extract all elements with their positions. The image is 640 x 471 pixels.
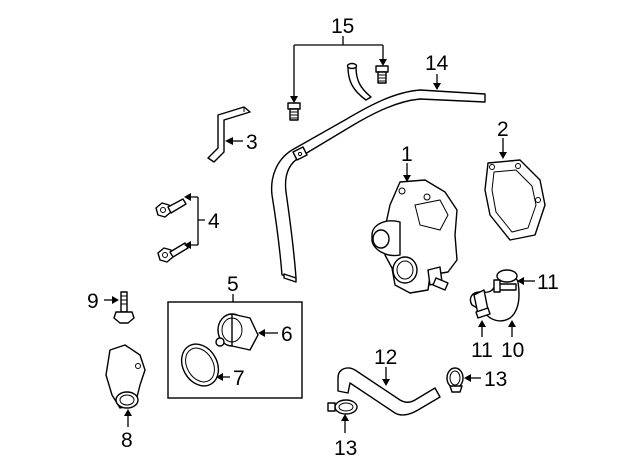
bolt-part-4-upper[interactable] — [155, 198, 187, 218]
bolt-part-15-left[interactable] — [287, 102, 301, 121]
bracket-part-3[interactable] — [207, 106, 251, 163]
leader-lines — [104, 36, 535, 433]
callout-13-left: 13 — [334, 437, 357, 460]
bolt-part-9[interactable] — [113, 291, 135, 324]
callout-2: 2 — [497, 118, 509, 141]
bolt-part-15-right[interactable] — [375, 65, 389, 84]
callout-5: 5 — [227, 273, 239, 296]
callout-9: 9 — [87, 290, 99, 313]
thermostat-kit-box-part-5[interactable] — [167, 301, 303, 399]
hose-part-12[interactable] — [337, 367, 441, 416]
callout-13-right: 13 — [484, 368, 507, 391]
callout-1: 1 — [401, 143, 413, 166]
seal-ring-part-7[interactable] — [174, 337, 225, 392]
clamp-part-11-upper[interactable] — [493, 279, 517, 293]
water-pump-part-1[interactable] — [371, 179, 458, 294]
clamp-part-13-right[interactable] — [446, 367, 464, 393]
callout-12: 12 — [374, 346, 397, 369]
callout-7: 7 — [233, 367, 245, 390]
pipe-part-14[interactable] — [270, 62, 486, 283]
gasket-part-2[interactable] — [484, 159, 546, 241]
callout-4: 4 — [208, 210, 220, 233]
callout-3: 3 — [246, 131, 258, 154]
callout-8: 8 — [121, 429, 133, 452]
bolt-part-4-lower[interactable] — [157, 242, 189, 263]
clamp-part-13-left[interactable] — [327, 399, 358, 415]
callout-15: 15 — [331, 15, 354, 38]
callout-11-upper: 11 — [537, 271, 559, 294]
thermostat-part-6[interactable] — [215, 313, 259, 351]
callout-14: 14 — [425, 52, 449, 75]
thermostat-housing-part-8[interactable] — [105, 344, 146, 409]
callout-11-lower: 11 — [471, 339, 493, 362]
clamp-part-11-lower[interactable] — [473, 289, 491, 319]
callout-10: 10 — [501, 339, 524, 362]
callout-6: 6 — [281, 323, 293, 346]
